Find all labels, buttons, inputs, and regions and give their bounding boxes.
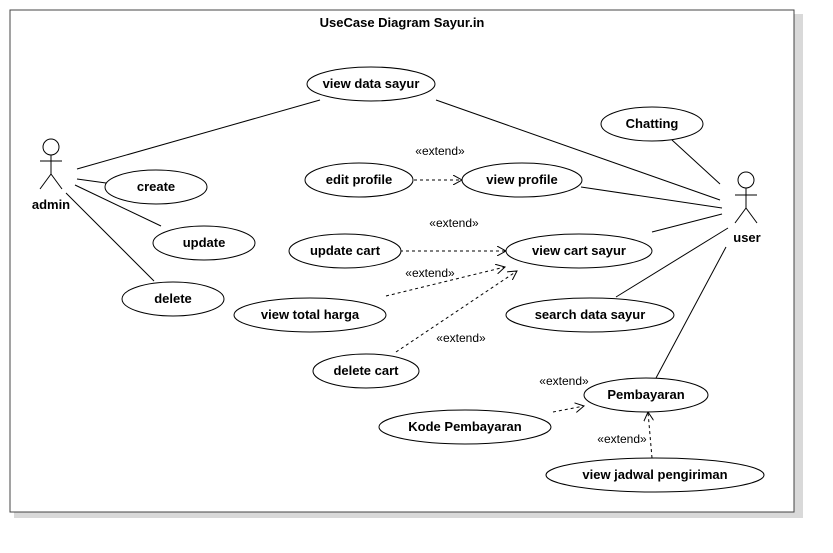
assoc-admin-delete (65, 192, 155, 282)
actor-admin: admin (32, 138, 70, 212)
assoc-user-search-data-sayur (615, 227, 729, 298)
use-case-update-cart[interactable]: update cart (288, 233, 402, 269)
extend-kode-pembayaran (552, 406, 584, 412)
user-left-leg (734, 207, 747, 224)
use-case-label: Pembayaran (607, 387, 684, 402)
use-case-label: search data sayur (535, 307, 646, 322)
use-case-ellipse (121, 281, 225, 317)
use-case-ellipse (378, 409, 552, 445)
use-case-label: Chatting (626, 116, 679, 131)
use-case-ellipse (104, 169, 208, 205)
use-case-label: view profile (486, 172, 558, 187)
use-case-search-data-sayur[interactable]: search data sayur (505, 297, 675, 333)
extend-view-jadwal-pengiriman (648, 412, 652, 459)
extend-label-jadwal: «extend» (597, 432, 647, 446)
extend-view-total-harga (385, 267, 505, 297)
extend-label-update-cart: «extend» (429, 216, 479, 230)
use-case-create[interactable]: create (104, 169, 208, 205)
extend-label-profile: «extend» (415, 144, 465, 158)
use-case-ellipse (288, 233, 402, 269)
use-case-ellipse (233, 297, 387, 333)
use-case-label: view jadwal pengiriman (582, 467, 727, 482)
use-case-ellipse (505, 297, 675, 333)
use-case-ellipse (600, 106, 704, 142)
use-case-kode-pembayaran[interactable]: Kode Pembayaran (378, 409, 552, 445)
use-case-ellipse (505, 233, 653, 269)
admin-right-leg (50, 173, 63, 190)
use-case-view-jadwal-pengiriman[interactable]: view jadwal pengiriman (545, 457, 765, 493)
use-case-ellipse (152, 225, 256, 261)
use-case-delete-cart[interactable]: delete cart (312, 353, 420, 389)
use-case-label: delete (154, 291, 192, 306)
use-case-ellipse (583, 377, 709, 413)
actor-user: user (733, 171, 761, 245)
use-case-label: view total harga (261, 307, 360, 322)
assoc-user-view-profile (580, 186, 723, 209)
use-case-ellipse (306, 66, 436, 102)
use-case-label: view data sayur (323, 76, 420, 91)
admin-label: admin (32, 197, 70, 212)
use-case-chatting[interactable]: Chatting (600, 106, 704, 142)
use-case-ellipse (312, 353, 420, 389)
use-case-ellipse (545, 457, 765, 493)
assoc-user-chatting (671, 139, 721, 185)
extend-label-kode: «extend» (539, 374, 589, 388)
use-case-update[interactable]: update (152, 225, 256, 261)
use-case-ellipse (304, 162, 414, 198)
assoc-admin-create (76, 178, 107, 184)
use-case-view-profile[interactable]: view profile (461, 162, 583, 198)
assoc-user-view-cart-sayur (651, 213, 723, 233)
use-case-edit-profile[interactable]: edit profile (304, 162, 414, 198)
use-case-ellipse (461, 162, 583, 198)
use-case-pembayaran[interactable]: Pembayaran (583, 377, 709, 413)
use-case-label: edit profile (326, 172, 392, 187)
use-case-view-data-sayur[interactable]: view data sayur (306, 66, 436, 102)
use-case-view-cart-sayur[interactable]: view cart sayur (505, 233, 653, 269)
assoc-admin-view-data-sayur (76, 99, 321, 170)
user-right-leg (745, 207, 758, 224)
user-label: user (733, 230, 760, 245)
extend-label-total-harga: «extend» (405, 266, 455, 280)
diagram-title: UseCase Diagram Sayur.in (320, 15, 485, 30)
use-case-label: update cart (310, 243, 381, 258)
extend-label-delete-cart: «extend» (436, 331, 486, 345)
assoc-user-view-data-sayur (435, 99, 721, 201)
extend-delete-cart (395, 271, 517, 353)
use-case-delete[interactable]: delete (121, 281, 225, 317)
use-case-label: view cart sayur (532, 243, 626, 258)
use-case-view-total-harga[interactable]: view total harga (233, 297, 387, 333)
use-case-label: Kode Pembayaran (408, 419, 521, 434)
admin-left-leg (39, 173, 52, 190)
use-case-label: delete cart (333, 363, 399, 378)
use-case-label: update (183, 235, 226, 250)
assoc-admin-update (74, 184, 162, 227)
use-case-label: create (137, 179, 175, 194)
assoc-user-pembayaran (655, 246, 727, 379)
